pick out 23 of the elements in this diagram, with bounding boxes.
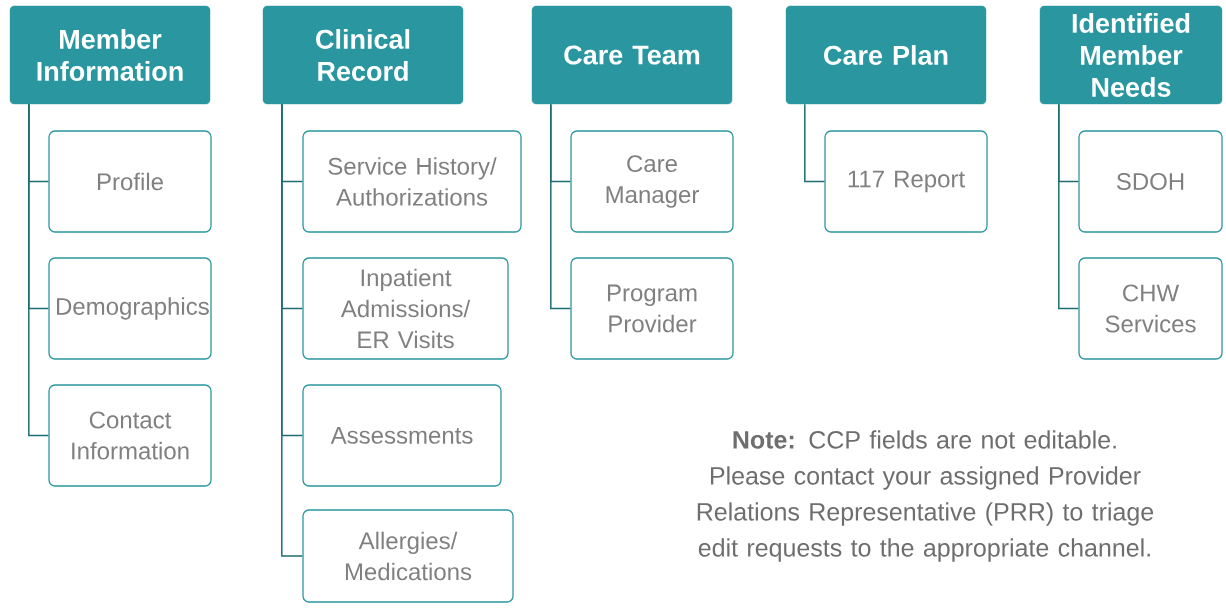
category-header: Identified Member Needs xyxy=(1039,5,1223,105)
item-box: SDOH xyxy=(1078,130,1223,233)
connector-line xyxy=(1058,103,1080,310)
item-box: Contact Information xyxy=(48,384,212,487)
item-box: Demographics xyxy=(48,257,212,360)
item-box: Program Provider xyxy=(570,257,734,360)
item-box: Allergies/Medications xyxy=(302,509,514,603)
item-box: CHW Services xyxy=(1078,257,1223,360)
connector-line xyxy=(281,103,304,557)
category-header: Member Information xyxy=(9,5,211,105)
item-box: Assessments xyxy=(302,384,502,487)
item-box: Profile xyxy=(48,130,212,233)
connector-line xyxy=(28,103,50,437)
note-text: Note: CCP fields are not editable. Please contact your assigned Provider Relations Representative (PRR) to triage edit requests to the appropriate channel. xyxy=(697,430,1154,562)
category-header: Care Team xyxy=(531,5,733,105)
item-box: Inpatient Admissions/ER Visits xyxy=(302,257,509,360)
connector-line xyxy=(804,103,826,183)
category-header: Clinical Record xyxy=(262,5,464,105)
item-box: 117 Report xyxy=(824,130,988,233)
category-header: Care Plan xyxy=(785,5,987,105)
item-box: Care Manager xyxy=(570,130,734,233)
item-box: Service History/Authorizations xyxy=(302,130,522,233)
connector-line xyxy=(550,103,572,310)
